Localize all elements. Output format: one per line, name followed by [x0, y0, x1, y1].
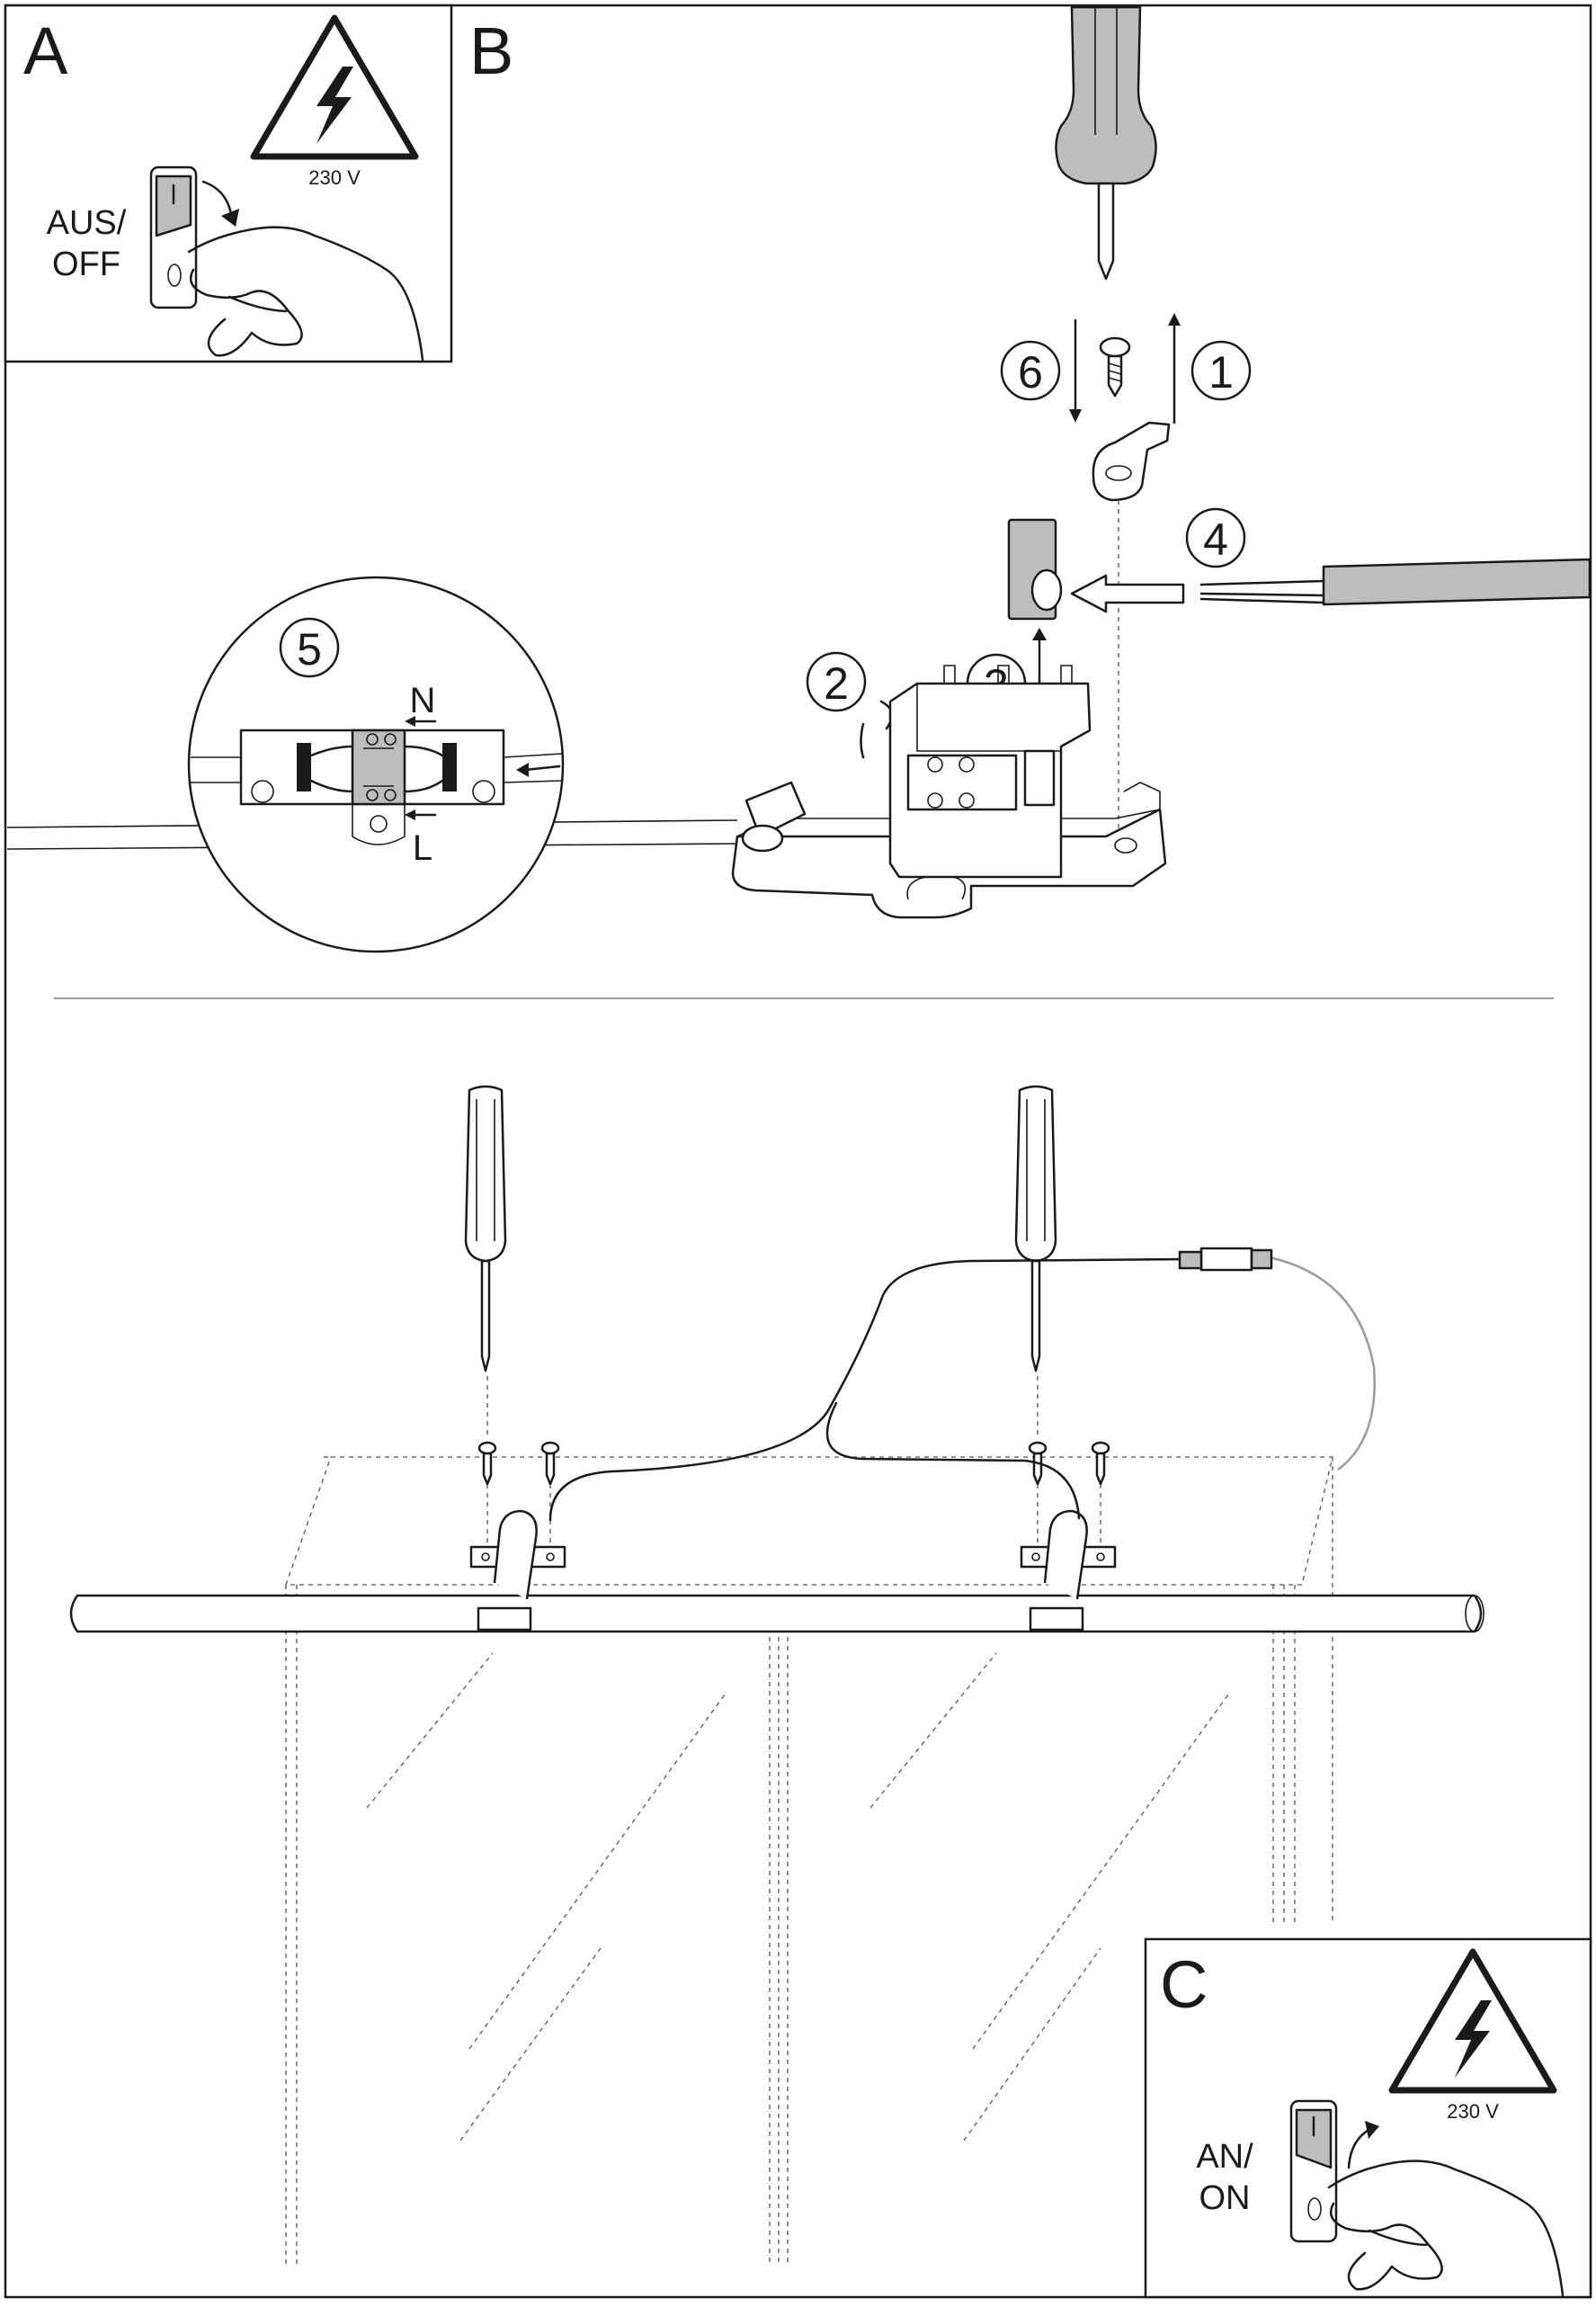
svg-text:1: 1 — [1208, 347, 1234, 398]
panel-a-switch-label-line1: AUS/ — [47, 204, 127, 242]
insert-arrow — [1070, 574, 1185, 613]
power-cable — [1322, 558, 1592, 606]
svg-text:4: 4 — [1203, 514, 1228, 565]
panel-c-switch-label-line2: ON — [1199, 2179, 1251, 2217]
high-voltage-warning-icon — [250, 14, 419, 160]
svg-text:6: 6 — [1018, 347, 1043, 398]
panel-c-voltage: 230 V — [1447, 2100, 1499, 2123]
panel-c-letter: C — [1160, 1947, 1208, 2022]
panel-a: A 230 V AUS/ OFF — [4, 4, 453, 363]
svg-text:2: 2 — [824, 658, 849, 709]
cable-clamp — [1092, 421, 1171, 502]
panel-a-voltage: 230 V — [308, 166, 361, 189]
screwdriver-icon-left — [464, 1085, 507, 1373]
led-light-bar — [69, 1594, 1483, 1633]
panel-b-letter: B — [469, 13, 513, 88]
svg-text:5: 5 — [297, 624, 322, 675]
connector-box — [1178, 1247, 1273, 1272]
wiring-detail-callout — [187, 576, 565, 953]
screwdriver-icon-right — [1014, 1085, 1057, 1373]
screw-left-1 — [477, 1441, 497, 1486]
cabinet-outline — [285, 1456, 1333, 1586]
hand-icon — [187, 226, 424, 362]
cable-run-lower — [825, 1401, 1081, 1520]
mounting-bracket-left — [469, 1484, 566, 1600]
junction-box — [731, 665, 1167, 919]
hand-icon-c — [1327, 2159, 1565, 2297]
panel-a-frame — [4, 4, 453, 363]
step-6-badge: 6 — [1000, 340, 1061, 401]
step-4-badge: 4 — [1185, 507, 1246, 568]
step-5-badge: 5 — [279, 617, 340, 678]
terminal-l-label: L — [413, 828, 432, 868]
screw-right-1 — [1028, 1441, 1048, 1486]
panel-a-switch-label-line2: OFF — [52, 246, 120, 283]
cable-run-upper — [548, 1257, 1187, 1522]
screw-part — [1099, 336, 1131, 398]
wall-switch-icon-c — [1289, 2099, 1379, 2243]
mounting-bracket-right — [1020, 1484, 1117, 1600]
panel-c: C 230 V AN/ ON — [1144, 1937, 1592, 2299]
panel-c-switch-label-line1: AN/ — [1196, 2138, 1253, 2176]
screw-left-2 — [540, 1441, 560, 1486]
screwdriver-icon — [1055, 5, 1157, 281]
panel-c-frame — [1144, 1937, 1592, 2299]
wall-switch-icon — [149, 165, 239, 309]
install-scene — [69, 1085, 1485, 2267]
hand-fingers-c — [1329, 2202, 1443, 2291]
high-voltage-warning-icon-c — [1388, 1948, 1557, 2094]
step-2-badge: 2 — [806, 651, 867, 712]
panel-b: B 6 1 — [6, 5, 1592, 953]
screw-right-2 — [1091, 1441, 1110, 1486]
terminal-n-label: N — [410, 681, 436, 720]
step-1-badge: 1 — [1190, 340, 1252, 401]
hand-fingers — [189, 268, 303, 357]
panel-a-letter: A — [23, 13, 68, 88]
page-border — [4, 4, 1592, 2299]
power-cable-lower — [1269, 1256, 1376, 1471]
